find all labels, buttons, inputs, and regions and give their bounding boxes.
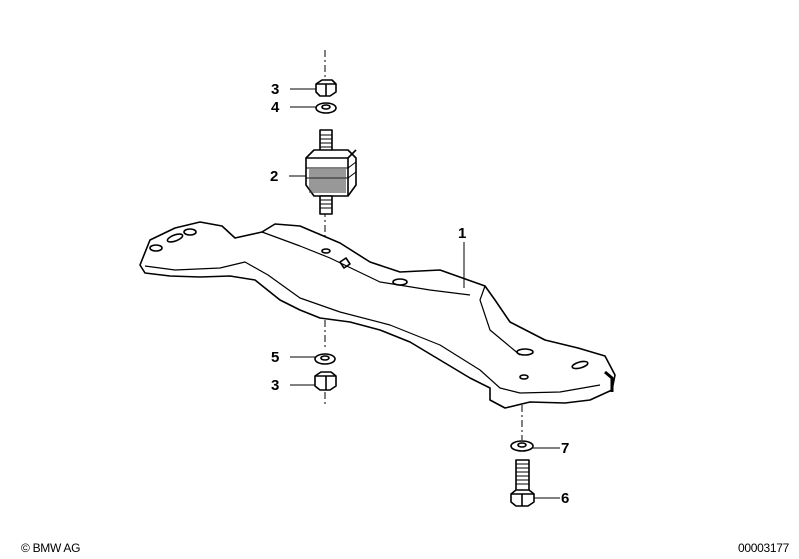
upper-washer-drawing bbox=[315, 102, 337, 114]
axis-lines bbox=[324, 50, 523, 440]
hex-bolt-drawing bbox=[510, 459, 535, 507]
bolt-washer-drawing bbox=[510, 440, 534, 452]
callout-6: 6 bbox=[561, 490, 570, 507]
diagram-number: 00003177 bbox=[738, 541, 789, 555]
lower-washer-drawing bbox=[314, 353, 336, 365]
upper-hex-nut-drawing bbox=[315, 79, 337, 97]
callout-3-lower: 3 bbox=[271, 377, 280, 394]
callout-5: 5 bbox=[271, 349, 280, 366]
copyright-text: © BMW AG bbox=[21, 541, 81, 555]
callout-4: 4 bbox=[271, 99, 280, 116]
callout-2: 2 bbox=[270, 168, 279, 185]
leader-lines bbox=[289, 88, 560, 499]
rubber-mount-drawing bbox=[305, 149, 357, 197]
lower-hex-nut-drawing bbox=[314, 371, 337, 391]
callout-3-upper: 3 bbox=[271, 81, 280, 98]
stud-bottom-drawing bbox=[319, 195, 333, 215]
callout-1: 1 bbox=[458, 225, 467, 242]
callout-7: 7 bbox=[561, 440, 570, 457]
crossmember-drawing bbox=[139, 221, 616, 409]
